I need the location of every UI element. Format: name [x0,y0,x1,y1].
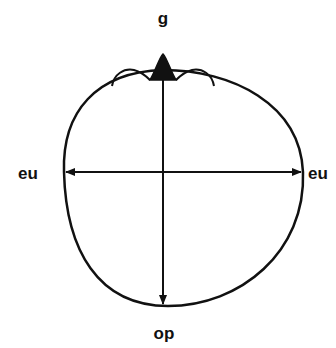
breadth-arrow [66,171,301,173]
landmark-label: eu [18,165,38,182]
brow-ridge [176,70,214,86]
length-arrow [162,60,164,304]
landmark-label: op [154,325,175,342]
landmark-label: eu [308,165,328,182]
skull-outline [64,70,303,306]
landmark-label: g [158,10,168,27]
brow-ridge [112,70,150,86]
